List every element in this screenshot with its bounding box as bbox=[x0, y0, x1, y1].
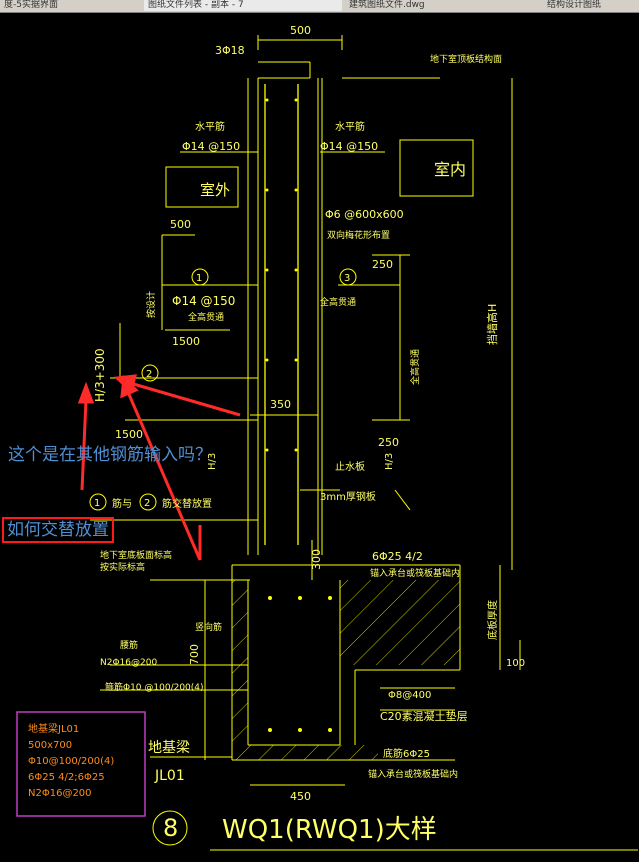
legend: 地基梁JL01 500x700 Φ10@100/200(4) 6Φ25 4/2;… bbox=[28, 722, 114, 799]
dim-h3-small: H/3 bbox=[384, 453, 395, 470]
tab-bar: 度-5实据界面 图纸文件列表 - 副本 - 7 建筑图纸文件.dwg 结构设计图… bbox=[0, 0, 639, 13]
wall-height-label: 挡墙高H bbox=[485, 304, 499, 345]
ground-top-label: 地下室顶板结构面 bbox=[430, 53, 502, 65]
step-label: 竖向筋 bbox=[195, 621, 222, 633]
anchor-note-bot: 锚入承台或筏板基础内 bbox=[368, 768, 458, 780]
dim-350: 350 bbox=[270, 398, 291, 411]
dim-1500-a: 1500 bbox=[172, 335, 200, 348]
red-arrows bbox=[77, 374, 241, 561]
stirrup-spec: 箍筋Φ10 @100/200(4) bbox=[105, 681, 204, 693]
bar3-num: 3 bbox=[344, 273, 350, 284]
dim-h3-300: H/3+300 bbox=[93, 348, 107, 402]
foundation-hatch bbox=[232, 580, 460, 760]
bar1-num: 1 bbox=[196, 273, 202, 284]
h-bar-left-label: 水平筋 bbox=[195, 120, 225, 133]
waterstop-spec: 3mm厚钢板 bbox=[320, 490, 376, 503]
bottom-bar-bot: 底筋6Φ25 bbox=[383, 747, 430, 760]
legend-title: 地基梁JL01 bbox=[28, 722, 79, 735]
dim-h3-left: H/3 bbox=[207, 453, 218, 470]
grade-beam-label: 地基梁 bbox=[148, 739, 190, 756]
bar1-note: 全高贯通 bbox=[188, 311, 224, 323]
h-bar-right-spec: Φ14 @150 bbox=[320, 140, 378, 153]
tab-4[interactable]: 结构设计图纸 bbox=[547, 0, 602, 10]
question-annotation: 这个是在其他钢筋输入吗？ bbox=[8, 445, 212, 465]
waist-label: 腰筋 bbox=[120, 639, 138, 651]
legend-main: 6Φ25 4/2;6Φ25 bbox=[28, 772, 105, 783]
full-through-right: 全高贯通 bbox=[409, 349, 421, 385]
structure-lines bbox=[90, 35, 638, 851]
bar1-spec: Φ14 @150 bbox=[172, 294, 235, 308]
legend-stirrup: Φ10@100/200(4) bbox=[28, 756, 114, 767]
bar-circles bbox=[89, 268, 357, 846]
dim-500-top: 500 bbox=[290, 24, 311, 37]
outdoor-label: 室外 bbox=[200, 181, 230, 199]
anchor-left-label: 按设计 bbox=[145, 291, 157, 318]
bar-3d18: 3Φ18 bbox=[215, 44, 245, 57]
detail-title: WQ1(RWQ1)大样 bbox=[222, 815, 437, 845]
dim-700: 700 bbox=[188, 644, 201, 665]
detail-number: 8 bbox=[163, 814, 178, 842]
alt-circle-2: 2 bbox=[144, 498, 150, 509]
legend-box bbox=[16, 711, 146, 817]
alt-text-2: 筋交替放置 bbox=[162, 497, 212, 510]
dim-250-b: 250 bbox=[378, 436, 399, 449]
dim-100: 100 bbox=[506, 658, 525, 669]
h-bar-left-spec: Φ14 @150 bbox=[182, 140, 240, 153]
dim-300: 300 bbox=[310, 549, 323, 570]
dim-500-left: 500 bbox=[170, 218, 191, 231]
raft-thk-label: 底板厚度 bbox=[486, 600, 499, 640]
tab-3[interactable]: 建筑图纸文件.dwg bbox=[349, 0, 425, 10]
dim-450: 450 bbox=[290, 790, 311, 803]
base-note-2: 按实际标高 bbox=[100, 561, 145, 573]
alt-circle-1: 1 bbox=[94, 498, 100, 509]
tie-spec: Φ6 @600x600 bbox=[325, 208, 404, 221]
waist-spec: N2Φ16@200 bbox=[100, 658, 157, 668]
legend-size: 500x700 bbox=[28, 740, 72, 751]
bar2-num: 2 bbox=[146, 369, 152, 380]
legend-waist: N2Φ16@200 bbox=[28, 788, 92, 799]
bottom-bar-top: 6Φ25 4/2 bbox=[372, 550, 423, 563]
bar3-note: 全高贯通 bbox=[320, 296, 356, 308]
tab-1[interactable]: 度-5实据界面 bbox=[4, 0, 58, 10]
indoor-label: 室内 bbox=[434, 160, 466, 179]
waterstop-label: 止水板 bbox=[335, 460, 365, 473]
bed-spec: Φ8@400 bbox=[388, 690, 431, 701]
anchor-note-top: 锚入承台或筏板基础内 bbox=[370, 567, 460, 579]
c20-label: C20素混凝土垫层 bbox=[380, 709, 468, 723]
base-note-1: 地下室底板面标高 bbox=[100, 549, 172, 561]
tie-note: 双向梅花形布置 bbox=[327, 229, 390, 241]
dim-250-a: 250 bbox=[372, 258, 393, 271]
cad-drawing[interactable]: 500 3Φ18 地下室顶板结构面 水平筋 Φ14 @150 水平筋 Φ14 @… bbox=[0, 12, 639, 862]
dim-1500-b: 1500 bbox=[115, 428, 143, 441]
grade-beam-code: JL01 bbox=[154, 768, 185, 784]
rebar-dots bbox=[265, 98, 332, 732]
alternate-annotation: 如何交替放置 bbox=[2, 517, 114, 543]
h-bar-right-label: 水平筋 bbox=[335, 120, 365, 133]
tab-2[interactable]: 图纸文件列表 - 副本 - 7 bbox=[144, 0, 342, 11]
alt-text-1: 筋与 bbox=[112, 497, 132, 510]
